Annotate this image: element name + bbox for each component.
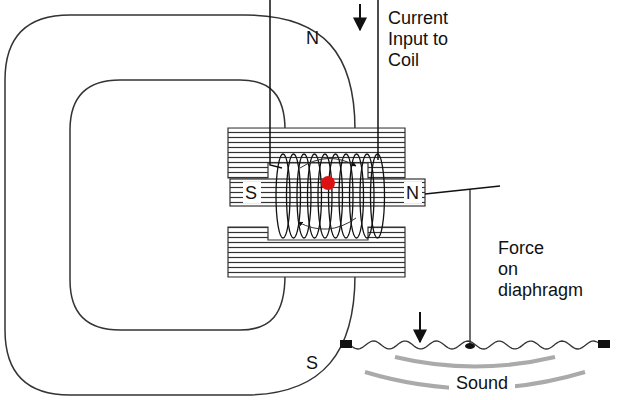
rotation-arrow [300, 158, 356, 168]
part-label: Sound [449, 373, 515, 394]
label-ground [404, 182, 422, 203]
part-label: N [306, 28, 326, 49]
part-label: Force on diaphragm [498, 238, 548, 301]
coil-windings [276, 154, 385, 238]
drive-rod [469, 189, 470, 345]
coil-turn [371, 154, 385, 238]
current-arrow [359, 4, 361, 30]
part-label: S [245, 183, 261, 204]
pole-piece [228, 227, 405, 277]
diaphragm [350, 341, 600, 349]
coil-wire [377, 0, 379, 160]
part-label: S [306, 353, 326, 374]
diaphragm-center [465, 343, 475, 349]
diaphragm-mount [340, 340, 352, 348]
force-arrow [419, 312, 421, 342]
part-label: N [406, 183, 422, 204]
rotation-arrow [298, 218, 356, 229]
label-ground [243, 182, 261, 203]
diaphragm-mount [598, 340, 610, 348]
drive-lever [425, 186, 500, 194]
sound-wave [395, 357, 555, 367]
part-label: Current Input to Coil [388, 8, 468, 71]
pivot [321, 176, 335, 190]
coil-wire [270, 0, 282, 168]
